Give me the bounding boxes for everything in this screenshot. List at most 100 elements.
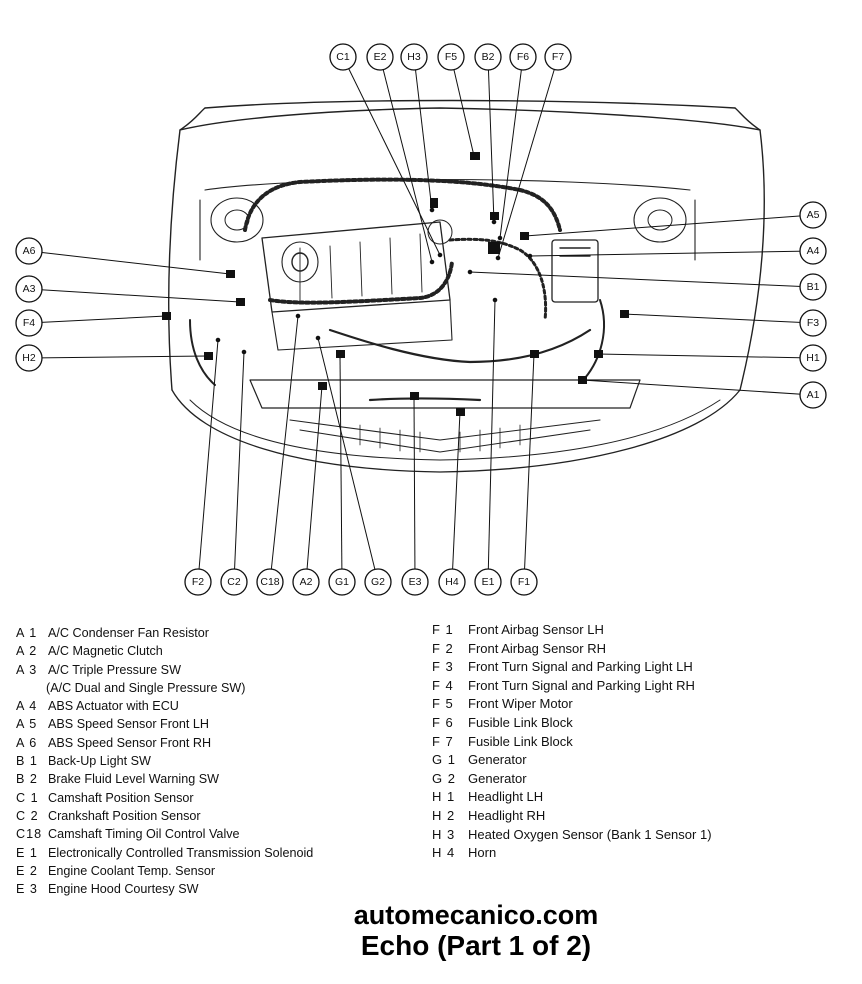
legend-label: Fusible Link Block	[468, 714, 573, 730]
leader-end	[595, 351, 601, 357]
diagram-title: Echo (Part 1 of 2)	[360, 930, 592, 961]
callout-label: F3	[807, 317, 819, 329]
legend-label: Heated Oxygen Sensor (Bank 1 Sensor 1)	[468, 826, 712, 842]
callout-label: H1	[806, 352, 820, 364]
leader-line	[450, 56, 475, 157]
wiring-harness	[243, 177, 562, 232]
leader-end	[205, 353, 211, 359]
legend-code: G 2	[432, 770, 456, 786]
leader-line	[28, 355, 209, 359]
legend-code: F 4	[432, 677, 454, 693]
callout-c18: C18	[256, 568, 284, 596]
callout-f5: F5	[437, 43, 465, 71]
legend-code: H 3	[432, 826, 456, 842]
leader-line	[197, 339, 219, 583]
leader-end	[467, 269, 473, 275]
legend-label: Camshaft Position Sensor	[48, 790, 194, 805]
callout-label: H4	[445, 576, 459, 588]
callout-label: E2	[374, 51, 387, 63]
callout-g2: G2	[364, 568, 392, 596]
legend-code: H 1	[432, 789, 456, 805]
callout-label: E1	[482, 576, 495, 588]
legend-label: Headlight RH	[468, 807, 546, 823]
callout-a6: A6	[15, 237, 43, 265]
legend-label: Front Turn Signal and Parking Light RH	[468, 677, 695, 693]
legend-label: A/C Condenser Fan Resistor	[48, 626, 209, 640]
leader-line	[623, 313, 814, 324]
leader-end	[497, 235, 503, 241]
legend-label: Front Airbag Sensor RH	[468, 640, 607, 656]
leader-line	[28, 288, 241, 303]
legend-code: B 2	[16, 772, 38, 787]
callout-g1: G1	[328, 568, 356, 596]
leader-end	[337, 353, 343, 359]
legend-code: C18	[16, 827, 43, 842]
callout-label: H2	[22, 352, 36, 364]
callout-h4: H4	[438, 568, 466, 596]
legend-code: H 4	[432, 845, 456, 861]
leader-end	[495, 255, 501, 261]
callout-e1: E1	[474, 568, 502, 596]
callout-label: B2	[482, 51, 495, 63]
legend-code: A 3	[16, 662, 38, 677]
legend-label: Engine Hood Courtesy SW	[48, 882, 199, 897]
callout-label: A5	[807, 209, 820, 221]
leader-line	[233, 351, 245, 583]
leader-line	[523, 353, 535, 583]
leader-end	[163, 313, 169, 319]
legend-label: Horn	[468, 845, 497, 861]
legend-code: E 2	[16, 863, 38, 878]
legend-label: (A/C Dual and Single Pressure SW)	[46, 680, 246, 695]
legend-label: Fusible Link Block	[468, 733, 573, 749]
legend-item: C18 Camshaft Timing Oil Control Valve	[16, 825, 313, 843]
leader-line	[317, 337, 379, 583]
callout-label: G1	[335, 576, 349, 588]
callout-label: C2	[227, 576, 241, 588]
legend-item: F 6 Fusible Link Block	[432, 714, 712, 733]
legend-item: G 2 Generator	[432, 770, 712, 789]
callout-label: E3	[409, 576, 422, 588]
callout-f2: F2	[184, 568, 212, 596]
leader-line	[28, 250, 231, 275]
callout-label: G2	[371, 576, 385, 588]
leader-line	[469, 271, 814, 288]
battery	[551, 239, 599, 303]
leader-end	[227, 271, 233, 277]
callout-label: F1	[518, 576, 530, 588]
leader-end	[492, 297, 498, 303]
legend-label: Front Wiper Motor	[468, 696, 573, 712]
leader-end	[429, 207, 435, 213]
callout-label: A1	[807, 389, 820, 401]
legend-label: ABS Speed Sensor Front RH	[48, 735, 212, 750]
leader-line	[413, 395, 416, 583]
legend-label: Generator	[468, 770, 527, 786]
site-name: automecanico.com	[353, 900, 599, 930]
leader-end	[471, 153, 477, 159]
radiator-support	[249, 379, 641, 409]
leader-line	[305, 385, 323, 583]
legend-item: H 3 Heated Oxygen Sensor (Bank 1 Sensor 1…	[432, 826, 712, 845]
callout-label: F6	[517, 51, 529, 63]
callout-h3: H3	[400, 43, 428, 71]
leader-end	[457, 409, 463, 415]
leader-line	[339, 355, 343, 583]
legend-code: F 6	[432, 714, 454, 730]
legend-label: ABS Actuator with ECU	[48, 699, 179, 714]
callout-b1: B1	[799, 273, 827, 301]
leader-line	[28, 315, 167, 324]
legend-code: A 6	[16, 735, 38, 750]
callout-label: F4	[23, 317, 35, 329]
callout-c2: C2	[220, 568, 248, 596]
legend-code: C 1	[16, 790, 39, 805]
legend-code: F 7	[432, 733, 454, 749]
leader-line	[487, 56, 495, 223]
legend-label: Camshaft Timing Oil Control Valve	[48, 827, 240, 842]
